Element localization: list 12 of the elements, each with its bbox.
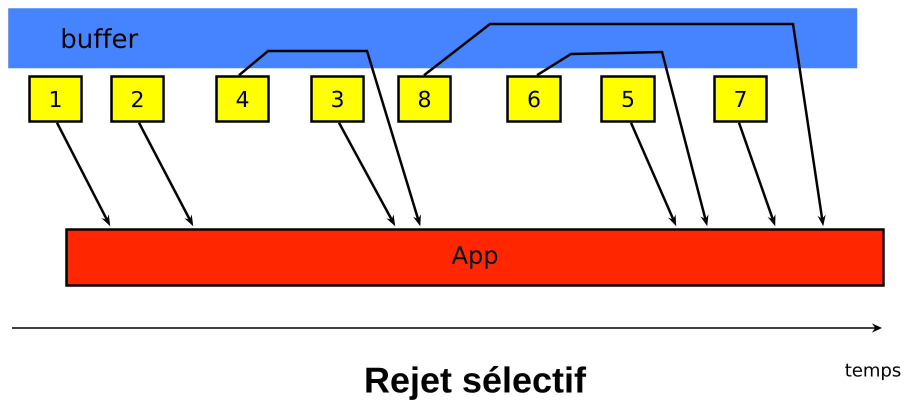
app-bar: App xyxy=(65,228,885,287)
buffer-band: buffer xyxy=(8,8,858,68)
packet-box: 3 xyxy=(310,75,365,123)
packet-box: 4 xyxy=(215,75,270,123)
packet-box: 7 xyxy=(713,75,768,123)
axis-label: temps xyxy=(845,364,900,380)
packet-box: 1 xyxy=(28,75,83,123)
title: Rejet sélectif xyxy=(366,366,586,400)
packet-box: 6 xyxy=(506,75,562,123)
packet-box: 5 xyxy=(600,75,656,123)
packet-box: 2 xyxy=(110,75,165,123)
packet-box: 8 xyxy=(397,75,452,123)
